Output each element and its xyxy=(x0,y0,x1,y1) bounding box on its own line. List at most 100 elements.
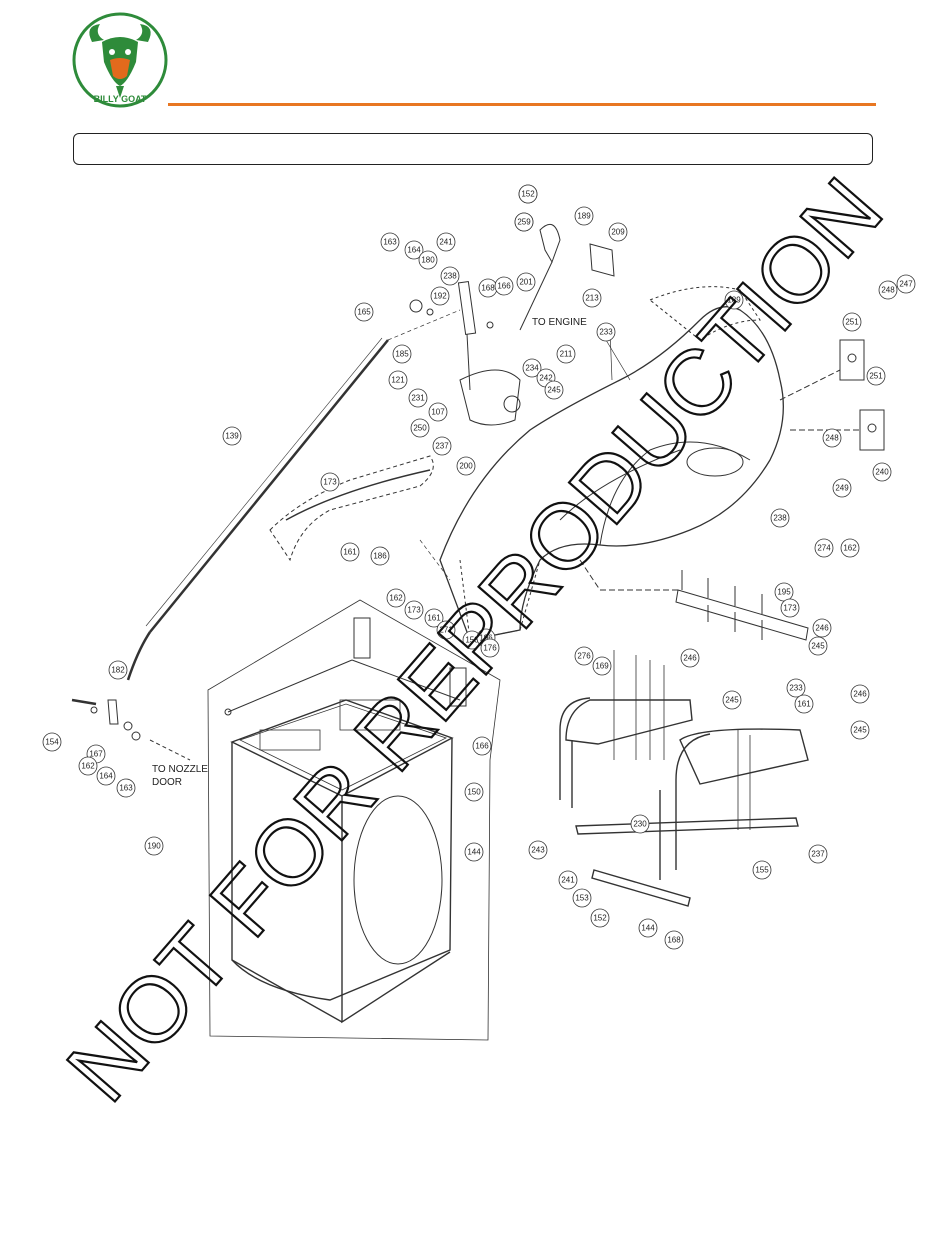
callout-176: 176 xyxy=(480,638,500,658)
callout-234: 234 xyxy=(522,358,542,378)
callout-161: 161 xyxy=(424,608,444,628)
callout-240: 240 xyxy=(872,462,892,482)
callout-number: 274 xyxy=(817,544,831,553)
callout-number: 190 xyxy=(147,842,161,851)
callout-number: 166 xyxy=(475,742,489,751)
callout-185: 185 xyxy=(392,344,412,364)
callout-231: 231 xyxy=(408,388,428,408)
callout-number: 162 xyxy=(81,762,95,771)
callout-163: 163 xyxy=(380,232,400,252)
callout-number: 250 xyxy=(413,424,427,433)
callout-number: 182 xyxy=(111,666,125,675)
callout-246: 246 xyxy=(850,684,870,704)
callout-number: 238 xyxy=(443,272,457,281)
callout-243: 243 xyxy=(528,840,548,860)
callout-241: 241 xyxy=(436,232,456,252)
callout-number: 173 xyxy=(407,606,421,615)
callout-237: 237 xyxy=(808,844,828,864)
callout-173: 173 xyxy=(404,600,424,620)
callout-number: 242 xyxy=(539,374,553,383)
callout-number: 251 xyxy=(869,372,883,381)
callout-number: 189 xyxy=(727,296,741,305)
callout-238: 238 xyxy=(770,508,790,528)
callout-163: 163 xyxy=(116,778,136,798)
callout-195: 195 xyxy=(774,582,794,602)
callout-164: 164 xyxy=(96,766,116,786)
callout-number: 271 xyxy=(439,626,453,635)
callout-number: 241 xyxy=(561,876,575,885)
callout-number: 167 xyxy=(89,750,103,759)
callout-144: 144 xyxy=(464,842,484,862)
callout-number: 237 xyxy=(811,850,825,859)
callout-number: 245 xyxy=(547,386,561,395)
callout-number: 144 xyxy=(467,848,481,857)
callout-number: 247 xyxy=(899,280,913,289)
callout-number: 163 xyxy=(119,784,133,793)
chute-body xyxy=(439,306,784,641)
callout-230: 230 xyxy=(630,814,650,834)
callout-number: 158 xyxy=(465,636,479,645)
callout-245: 245 xyxy=(544,380,564,400)
callout-248: 248 xyxy=(822,428,842,448)
bag-outline-230 xyxy=(207,599,501,1041)
callout-271: 271 xyxy=(436,620,456,640)
callout-144: 144 xyxy=(638,918,658,938)
title-box xyxy=(73,133,873,165)
callout-number: 164 xyxy=(99,772,113,781)
callout-number: 189 xyxy=(577,212,591,221)
callout-number: 168 xyxy=(667,936,681,945)
callout-246: 246 xyxy=(812,618,832,638)
callout-245: 245 xyxy=(808,636,828,656)
callout-153: 153 xyxy=(572,888,592,908)
callout-158: 158 xyxy=(462,630,482,650)
callout-number: 196 xyxy=(479,634,493,643)
callout-number: 185 xyxy=(395,350,409,359)
callout-number: 238 xyxy=(773,514,787,523)
callout-238: 238 xyxy=(440,266,460,286)
callout-162: 162 xyxy=(840,538,860,558)
callout-276: 276 xyxy=(574,646,594,666)
callout-259: 259 xyxy=(514,212,534,232)
callout-number: 234 xyxy=(525,364,539,373)
callout-number: 246 xyxy=(815,624,829,633)
callout-number: 152 xyxy=(593,914,607,923)
callout-number: 233 xyxy=(599,328,613,337)
billy-goat-logo: BILLY GOAT xyxy=(72,12,168,108)
callout-152: 152 xyxy=(590,908,610,928)
callout-number: 168 xyxy=(481,284,495,293)
callout-number: 231 xyxy=(411,394,425,403)
callout-173: 173 xyxy=(780,598,800,618)
callout-166: 166 xyxy=(494,276,514,296)
callout-161: 161 xyxy=(340,542,360,562)
callout-201: 201 xyxy=(516,272,536,292)
callout-number: 245 xyxy=(811,642,825,651)
callout-number: 161 xyxy=(797,700,811,709)
callout-251: 251 xyxy=(842,312,862,332)
callout-number: 249 xyxy=(835,484,849,493)
callout-190: 190 xyxy=(144,836,164,856)
callout-number: 248 xyxy=(825,434,839,443)
callout-233: 233 xyxy=(786,678,806,698)
callout-162: 162 xyxy=(386,588,406,608)
callout-number: 195 xyxy=(777,588,791,597)
bag-clips xyxy=(224,617,467,716)
callout-number: 166 xyxy=(497,282,511,291)
callout-274: 274 xyxy=(814,538,834,558)
callout-number: 186 xyxy=(373,552,387,561)
callout-number: 139 xyxy=(225,432,239,441)
bag-frame xyxy=(559,650,809,907)
callout-number: 107 xyxy=(431,408,445,417)
callout-189: 189 xyxy=(724,290,744,310)
callout-241: 241 xyxy=(558,870,578,890)
goat-horn-right-icon xyxy=(136,24,151,42)
callout-248: 248 xyxy=(878,280,898,300)
callout-161: 161 xyxy=(794,694,814,714)
callout-245: 245 xyxy=(722,690,742,710)
callout-number: 276 xyxy=(577,652,591,661)
callout-164: 164 xyxy=(404,240,424,260)
hinge-brackets xyxy=(779,339,885,451)
callout-number: 154 xyxy=(45,738,59,747)
rod-139 xyxy=(149,339,389,633)
callout-107: 107 xyxy=(428,402,448,422)
